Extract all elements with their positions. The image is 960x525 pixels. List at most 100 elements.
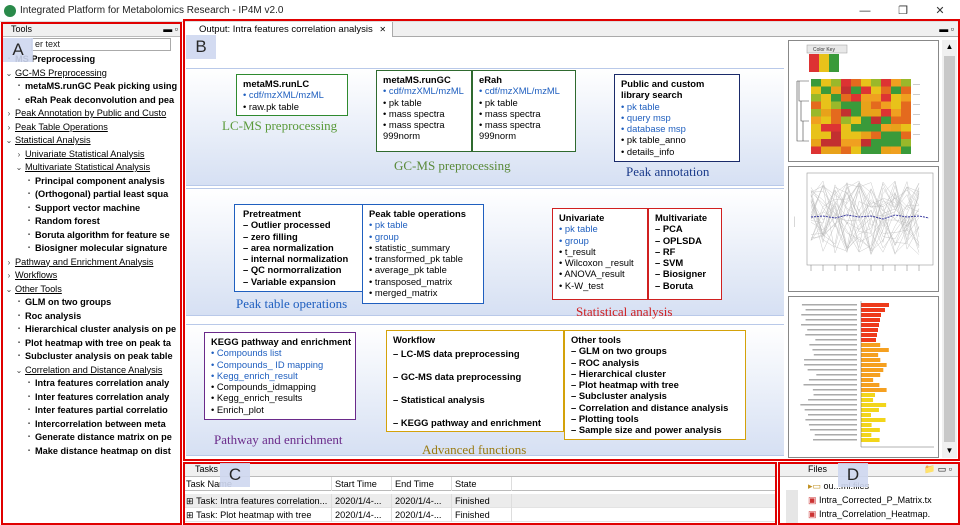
collapsed-chevron-icon[interactable]: › (7, 257, 11, 267)
col-task-name[interactable]: Task Name (183, 477, 332, 491)
bar-plot-label (805, 334, 857, 336)
heatmap-thumbnail[interactable]: Color Key ———————————— (788, 40, 939, 162)
start-time-cell: 2020/1/4-... (332, 494, 392, 508)
col-end-time[interactable]: End Time (392, 477, 452, 491)
tools-tree-item[interactable]: ▪(Orthogonal) partial least squa (1, 188, 182, 202)
col-start-time[interactable]: Start Time (332, 477, 392, 491)
files-view-tab[interactable]: Files 📁 ▭ ▫ (778, 462, 960, 477)
scroll-thumb[interactable] (944, 56, 955, 442)
tools-tree-item[interactable]: ⌄Other Tools (1, 283, 182, 297)
task-name-cell: ⊞ Task: Plot heatmap with tree (183, 508, 332, 522)
heatmap-cell (881, 116, 891, 124)
close-button[interactable]: ✕ (935, 5, 945, 17)
annotation-title-2: library search (621, 89, 683, 101)
collapsed-chevron-icon[interactable]: › (7, 109, 11, 118)
heatmap-cell (881, 124, 891, 132)
tools-tree-item[interactable]: ›Peak Table Operations (1, 121, 182, 135)
heatmap-cell (821, 109, 831, 117)
collapsed-chevron-icon[interactable]: › (17, 149, 21, 159)
tools-tree-item[interactable]: ▪Hierarchical cluster analysis on pe (1, 323, 182, 337)
output-vertical-scrollbar[interactable]: ▲ ▼ (942, 40, 957, 458)
leaf-bullet-icon: ▪ (27, 434, 31, 440)
tools-tree-item[interactable]: ⌄Multivariate Statistical Analysis (1, 161, 182, 175)
tasks-view-tab[interactable]: Tasks (183, 462, 777, 477)
tools-tree-item[interactable]: ›Univariate Statistical Analysis (1, 148, 182, 162)
tools-tree-item[interactable]: ›Workflows (1, 269, 182, 283)
expanded-chevron-icon[interactable]: ⌄ (15, 365, 23, 375)
tools-tree-item[interactable]: ▪Intercorrelation between meta (1, 418, 182, 432)
file-item[interactable]: ▸▭ ou...ml.files (808, 479, 948, 493)
collapsed-chevron-icon[interactable]: › (7, 271, 11, 280)
expanded-chevron-icon[interactable]: ⌄ (5, 136, 13, 145)
scroll-down-icon[interactable]: ▼ (945, 446, 954, 455)
tools-tree-item[interactable]: ▪eRah Peak deconvolution and pea (1, 94, 182, 108)
gcms-box-metams-title: metaMS.runGC (383, 74, 451, 85)
tools-view-tab[interactable]: Tools ▬ ▫ (1, 22, 182, 37)
multivariate-item: – Boruta (655, 279, 694, 291)
tools-tree-item[interactable]: ▪metaMS.runGC Peak picking using (1, 80, 182, 94)
heatmap-cell (831, 109, 841, 117)
tools-tree-item[interactable]: ⌄GC-MS Preprocessing (1, 67, 182, 81)
output-tab[interactable]: Output: Intra features correlation analy… (185, 22, 394, 37)
collapsed-chevron-icon[interactable]: › (7, 122, 11, 132)
tools-search-input[interactable]: er text (31, 38, 171, 51)
expanded-chevron-icon[interactable]: ⌄ (5, 68, 13, 78)
tools-tree-item[interactable]: ▪Boruta algorithm for feature se (1, 229, 182, 243)
close-tab-icon[interactable]: ✕ (379, 25, 387, 34)
tools-tree-item[interactable]: ▪Inter features correlation analy (1, 391, 182, 405)
heatmap-cell (831, 146, 841, 154)
tools-tree-item[interactable]: ▪Make distance heatmap on dist (1, 445, 182, 459)
tools-tree-item[interactable]: ▪Generate distance matrix on pe (1, 431, 182, 445)
pto-item: • transposed_matrix (369, 275, 453, 287)
minimize-button[interactable]: — (859, 5, 871, 17)
files-scrollbar[interactable] (786, 490, 798, 524)
bar-plot-image (800, 301, 934, 448)
bar-plot-label (804, 409, 857, 411)
files-toolbar-icons[interactable]: 📁 ▭ ▫ (924, 464, 952, 474)
table-row[interactable]: ⊞ Task: Intra features correlation... 20… (183, 494, 777, 508)
workflow-box: Workflow – LC-MS data preprocessing – GC… (386, 330, 564, 432)
tools-tree-item[interactable]: ›Pathway and Enrichment Analysis (1, 256, 182, 270)
tools-tree-item[interactable]: ▪Subcluster analysis on peak table (1, 350, 182, 364)
tools-tree-label: Make distance heatmap on dist (35, 445, 171, 456)
tools-tree-item[interactable]: ⌄Statistical Analysis (1, 134, 182, 148)
line-plot-thumbnail[interactable]: ——— (788, 166, 939, 292)
line-plot-series (810, 181, 920, 250)
file-item[interactable]: ▣ Intra_Correlation_Heatmap. (808, 509, 931, 519)
output-panel: Output: Intra features correlation analy… (183, 22, 960, 460)
table-row[interactable]: ⊞ Task: Plot heatmap with tree 2020/1/4-… (183, 508, 777, 522)
expanded-chevron-icon[interactable]: ⌄ (15, 163, 23, 172)
bar-plot-bar (861, 393, 876, 397)
scroll-up-icon[interactable]: ▲ (945, 42, 954, 51)
expanded-chevron-icon[interactable]: ⌄ (5, 284, 13, 294)
file-item[interactable]: ▣ Intra_Corrected_P_Matrix.tx (808, 495, 932, 505)
tools-tree-item[interactable]: ▪Intra features correlation analy (1, 377, 182, 391)
restore-button[interactable]: ❐ (898, 5, 908, 17)
annotation-item: • pk table_anno (621, 134, 686, 146)
tools-tree-item[interactable]: ▪Biosigner molecular signature (1, 242, 182, 256)
gcms-item: • cdf/mzXML/mzML (383, 85, 464, 97)
tools-tree-item[interactable]: ▪Plot heatmap with tree on peak ta (1, 337, 182, 351)
other-tools-item: – GLM on two groups (571, 345, 667, 357)
tools-tree-item[interactable]: ▪Support vector machine (1, 202, 182, 216)
tools-tree-item[interactable]: ▪Inter features partial correlatio (1, 404, 182, 418)
tools-tree-label: Intercorrelation between meta (35, 418, 166, 429)
col-state[interactable]: State (452, 477, 512, 491)
leaf-bullet-icon: ▪ (17, 353, 21, 359)
gcms-item: • mass spectra (479, 107, 541, 119)
statistical-caption: Statistical analysis (576, 304, 673, 319)
other-tools-box: Other tools – GLM on two groups – ROC an… (564, 330, 746, 440)
tools-tree-item[interactable]: ⌄Correlation and Distance Analysis (1, 364, 182, 378)
tools-tree-item[interactable]: ▪GLM on two groups (1, 296, 182, 310)
tools-tree-item[interactable]: ›Peak Annotation by Public and Custo (1, 107, 182, 121)
panel-minmax-icon[interactable]: ▬ ▫ (163, 24, 178, 34)
heatmap-cell (851, 109, 861, 117)
bar-plot-thumbnail[interactable] (788, 296, 939, 458)
output-minmax-icon[interactable]: ▬ ▫ (939, 24, 954, 34)
tools-tree-item[interactable]: ▪Random forest (1, 215, 182, 229)
tools-tree-item[interactable]: ▪Principal component analysis (1, 175, 182, 189)
bar-plot-bar (861, 418, 886, 422)
tools-tree-label: For CytoScape, retrieve pairs f (35, 458, 168, 460)
tools-tree-item[interactable]: ▪For CytoScape, retrieve pairs f (1, 458, 182, 460)
tools-tree-item[interactable]: ▪Roc analysis (1, 310, 182, 324)
